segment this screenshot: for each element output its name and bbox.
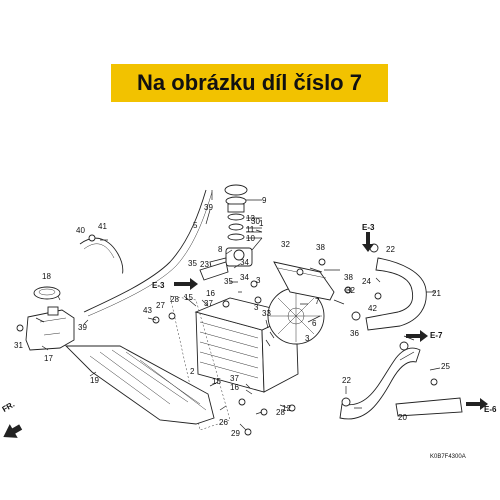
part-label-41: 41 [98, 222, 107, 231]
cooling-fan [267, 287, 325, 345]
part-label-2: 2 [190, 367, 195, 376]
part-label-15a: 15 [184, 293, 193, 302]
part-label-37a: 37 [204, 299, 213, 308]
part-label-19: 19 [90, 376, 99, 385]
fr-arrow [3, 424, 23, 438]
part-label-8: 8 [218, 245, 223, 254]
part-label-7: 7 [315, 297, 320, 306]
part-label-39a: 39 [204, 203, 213, 212]
radiator-guard [64, 345, 215, 425]
part-label-32a: 32 [281, 240, 290, 249]
hose-41-inner [83, 243, 115, 259]
part-label-13: 13 [246, 214, 255, 223]
e3-left-label: E-3 [152, 281, 165, 290]
hose-20-end [395, 397, 463, 417]
part-label-35b: 35 [224, 277, 233, 286]
e3-right-arrow [362, 232, 374, 252]
part-label-27: 27 [156, 301, 165, 310]
hose-39 [83, 189, 207, 313]
filler-cap-stack [224, 184, 248, 241]
part-label-23: 23 [200, 260, 209, 269]
part-label-6: 6 [312, 319, 317, 328]
part-label-34b: 34 [240, 273, 249, 282]
part-label-12: 12 [282, 404, 291, 413]
hose-39-inner [87, 191, 213, 317]
part-label-17: 17 [44, 354, 53, 363]
reservoir-cap [33, 286, 61, 300]
part-label-22b: 22 [342, 376, 351, 385]
diagram-code: K0B7F4300A [430, 454, 466, 460]
part-label-30: 30 [251, 217, 260, 226]
part-label-38b: 38 [344, 273, 353, 282]
part-label-16b: 16 [230, 383, 239, 392]
part-label-38a: 38 [316, 243, 325, 252]
part-label-32b: 32 [346, 286, 355, 295]
part-label-35a: 35 [188, 259, 197, 268]
part-label-28b: 28 [276, 408, 285, 417]
part-label-42: 42 [368, 304, 377, 313]
part-label-11: 11 [246, 225, 255, 234]
part-label-29: 29 [231, 429, 240, 438]
part-label-43: 43 [143, 306, 152, 315]
banner-text: Na obrázku díl číslo 7 [137, 70, 362, 95]
part-label-36: 36 [350, 329, 359, 338]
part-label-3c: 3 [305, 334, 310, 343]
hose-23 [199, 261, 229, 281]
part-label-37b: 37 [230, 374, 239, 383]
e3-right-label: E-3 [362, 223, 375, 232]
part-label-39b: 39 [78, 323, 87, 332]
part-label-28a: 28 [170, 295, 179, 304]
leader-lines [35, 190, 441, 431]
part-label-31: 31 [14, 341, 23, 350]
part-label-10: 10 [246, 234, 255, 243]
part-label-33: 33 [262, 309, 271, 318]
fan-motor-bracket [273, 261, 335, 301]
part-label-16a: 16 [206, 289, 215, 298]
e6-arrow [466, 398, 488, 410]
part-label-26: 26 [219, 418, 228, 427]
reservoir-tank [25, 306, 75, 351]
hose-clamps [16, 234, 438, 436]
part-label-21: 21 [432, 289, 441, 298]
part-label-5: 5 [193, 221, 198, 230]
part-label-18: 18 [42, 272, 51, 281]
e7-label: E-7 [430, 331, 443, 340]
part-label-22a: 22 [386, 245, 395, 254]
e3-left-arrow [174, 278, 198, 290]
part-label-15b: 15 [212, 377, 221, 386]
fr-label: FR. [1, 400, 17, 414]
hose-21 [365, 257, 427, 331]
part-label-1: 1 [259, 219, 264, 228]
part-label-25: 25 [441, 362, 450, 371]
part-label-40: 40 [76, 226, 85, 235]
e7-arrow [406, 330, 428, 342]
part-label-20: 20 [398, 413, 407, 422]
hose-20 [339, 347, 421, 420]
part-label-3a: 3 [256, 276, 261, 285]
part-label-3b: 3 [254, 303, 259, 312]
part-label-34a: 34 [240, 258, 249, 267]
part-label-9: 9 [262, 196, 267, 205]
part-label-24: 24 [362, 277, 371, 286]
title-banner: Na obrázku díl číslo 7 [111, 64, 388, 102]
e6-label: E-6 [484, 405, 497, 414]
